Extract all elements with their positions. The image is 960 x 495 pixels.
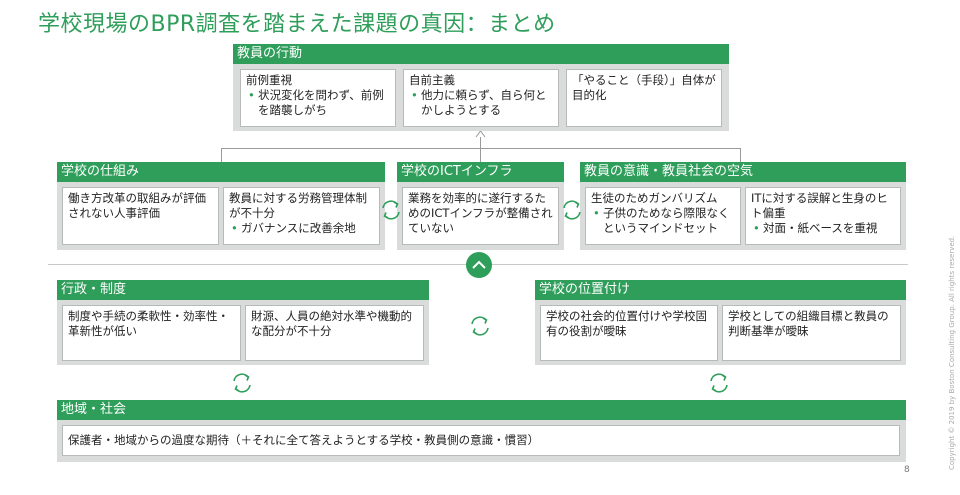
cell-social-position: 学校の社会的位置付けや学校固有の役割が曖昧 <box>540 305 718 361</box>
group-header: 学校のICTインフラ <box>397 162 564 182</box>
cell-org-goals: 学校としての組織目標と教員の判断基準が曖昧 <box>722 305 901 361</box>
page-title: 学校現場のBPR調査を踏まえた課題の真因：まとめ <box>38 12 556 37</box>
group-header: 学校の仕組み <box>57 162 385 182</box>
cell-precedent: 前例重視 状況変化を問わず、前例を踏襲しがち <box>240 69 396 127</box>
cell-ict-infra: 業務を効率的に遂行するためのICTインフラが整備されていない <box>402 187 559 245</box>
group-header: 学校の位置付け <box>535 280 906 300</box>
cycle-arrows-icon <box>563 200 581 220</box>
connector-left-drop <box>221 148 222 162</box>
group-header: 教員の意識・教員社会の空気 <box>580 162 906 182</box>
group-teacher-behavior: 教員の行動 前例重視 状況変化を問わず、前例を踏襲しがち 自前主義 他力に頼らず… <box>233 44 729 131</box>
cell-it-misunderstanding: ITに対する誤解と生身のヒト偏重 対面・紙ベースを重視 <box>745 187 901 245</box>
cycle-arrows-icon <box>382 200 400 220</box>
cell-self-reliance: 自前主義 他力に頼らず、自ら何とかしようとする <box>403 69 559 127</box>
group-header: 地域・社会 <box>57 400 906 420</box>
group-administration: 行政・制度 制度や手続の柔軟性・効率性・革新性が低い 財源、人員の絶対水準や機動… <box>57 280 429 365</box>
group-school-ict: 学校のICTインフラ 業務を効率的に遂行するためのICTインフラが整備されていな… <box>397 162 564 250</box>
cell-ganbarism: 生徒のためガンバリズム 子供のためなら際限なくというマインドセット <box>585 187 741 245</box>
group-teacher-awareness: 教員の意識・教員社会の空気 生徒のためガンバリズム 子供のためなら際限なくという… <box>580 162 906 250</box>
arrow-up-icon <box>475 130 486 138</box>
cell-expectations: 保護者・地域からの過度な期待（＋それに全て答えようとする学校・教員側の意識・慣習… <box>62 425 900 456</box>
cell-resources: 財源、人員の絶対水準や機動的な配分が不十分 <box>245 305 424 361</box>
connector-vertical <box>480 137 481 148</box>
cycle-arrows-icon <box>710 373 728 393</box>
cell-flexibility: 制度や手続の柔軟性・効率性・革新性が低い <box>62 305 241 361</box>
cell-labor-management: 教員に対する労務管理体制が不十分 ガバナンスに改善余地 <box>223 187 380 245</box>
copyright: Copyright © 2019 by Boston Consulting Gr… <box>948 235 956 470</box>
cycle-arrows-icon <box>233 373 251 393</box>
group-school-position: 学校の位置付け 学校の社会的位置付けや学校固有の役割が曖昧 学校としての組織目標… <box>535 280 906 365</box>
page-number: 8 <box>904 465 910 475</box>
cycle-arrows-icon <box>471 316 489 336</box>
group-header: 行政・制度 <box>57 280 429 300</box>
connector-right-drop <box>740 148 741 162</box>
chevron-up-icon <box>466 252 492 278</box>
group-community: 地域・社会 保護者・地域からの過度な期待（＋それに全て答えようとする学校・教員側… <box>57 400 906 462</box>
connector-mid-drop <box>480 148 481 162</box>
group-header: 教員の行動 <box>233 44 729 64</box>
cell-evaluation: 働き方改革の取組みが評価されない人事評価 <box>62 187 219 245</box>
cell-means-as-end: 「やること（手段）」自体が目的化 <box>566 69 722 127</box>
group-school-system: 学校の仕組み 働き方改革の取組みが評価されない人事評価 教員に対する労務管理体制… <box>57 162 385 250</box>
